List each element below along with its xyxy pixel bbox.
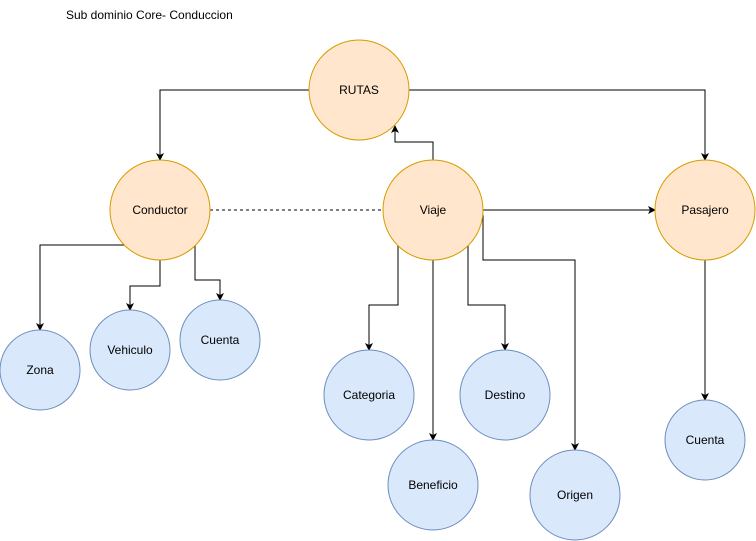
edge-conductor-to-zona — [36, 244, 124, 331]
node-origen[interactable]: Origen — [529, 449, 621, 541]
node-rutas-label: RUTAS — [339, 83, 379, 97]
node-cuenta-conductor-circle[interactable] — [179, 299, 261, 381]
edge-conductor-to-cuenta-conductor — [194, 245, 224, 301]
node-viaje[interactable]: Viaje — [382, 159, 484, 261]
node-categoria-circle[interactable] — [323, 349, 415, 441]
edge-viaje-to-categoria — [365, 245, 399, 351]
node-origen-label: Origen — [557, 488, 593, 502]
node-pasajero[interactable]: Pasajero — [654, 159, 756, 261]
node-cuenta-conductor[interactable]: Cuenta — [179, 299, 261, 381]
diagram-title: Sub dominio Core- Conduccion — [66, 8, 233, 22]
node-vehiculo-circle[interactable] — [89, 309, 171, 391]
node-zona[interactable]: Zona — [0, 329, 81, 411]
node-cuenta-pasajero-circle[interactable] — [664, 399, 746, 481]
node-viaje-label: Viaje — [420, 203, 447, 217]
node-categoria-label: Categoria — [343, 388, 395, 402]
node-destino-label: Destino — [485, 388, 526, 402]
node-conductor-circle[interactable] — [109, 159, 211, 261]
node-categoria[interactable]: Categoria — [323, 349, 415, 441]
edge-rutas-to-conductor — [156, 89, 309, 161]
edge-viaje-to-rutas — [391, 125, 434, 160]
node-destino-circle[interactable] — [459, 349, 551, 441]
node-zona-label: Zona — [26, 363, 54, 377]
edge-conductor-to-vehiculo — [126, 260, 161, 311]
node-zona-circle[interactable] — [0, 329, 81, 411]
edge-viaje-to-origen — [482, 215, 579, 451]
node-conductor[interactable]: Conductor — [109, 159, 211, 261]
edge-viaje-to-destino — [467, 245, 509, 351]
node-viaje-circle[interactable] — [382, 159, 484, 261]
edges-layer — [36, 89, 709, 451]
node-beneficio-circle[interactable] — [387, 439, 479, 531]
node-vehiculo[interactable]: Vehiculo — [89, 309, 171, 391]
node-pasajero-circle[interactable] — [654, 159, 756, 261]
node-cuenta-pasajero[interactable]: Cuenta — [664, 399, 746, 481]
node-origen-circle[interactable] — [529, 449, 621, 541]
node-cuenta-conductor-label: Cuenta — [201, 333, 240, 347]
node-destino[interactable]: Destino — [459, 349, 551, 441]
node-beneficio[interactable]: Beneficio — [387, 439, 479, 531]
node-beneficio-label: Beneficio — [408, 478, 458, 492]
edge-rutas-to-pasajero — [409, 89, 709, 161]
node-conductor-label: Conductor — [132, 203, 187, 217]
node-vehiculo-label: Vehiculo — [107, 343, 153, 357]
node-rutas[interactable]: RUTAS — [308, 39, 410, 141]
node-pasajero-label: Pasajero — [681, 203, 729, 217]
node-cuenta-pasajero-label: Cuenta — [686, 433, 725, 447]
node-rutas-circle[interactable] — [308, 39, 410, 141]
